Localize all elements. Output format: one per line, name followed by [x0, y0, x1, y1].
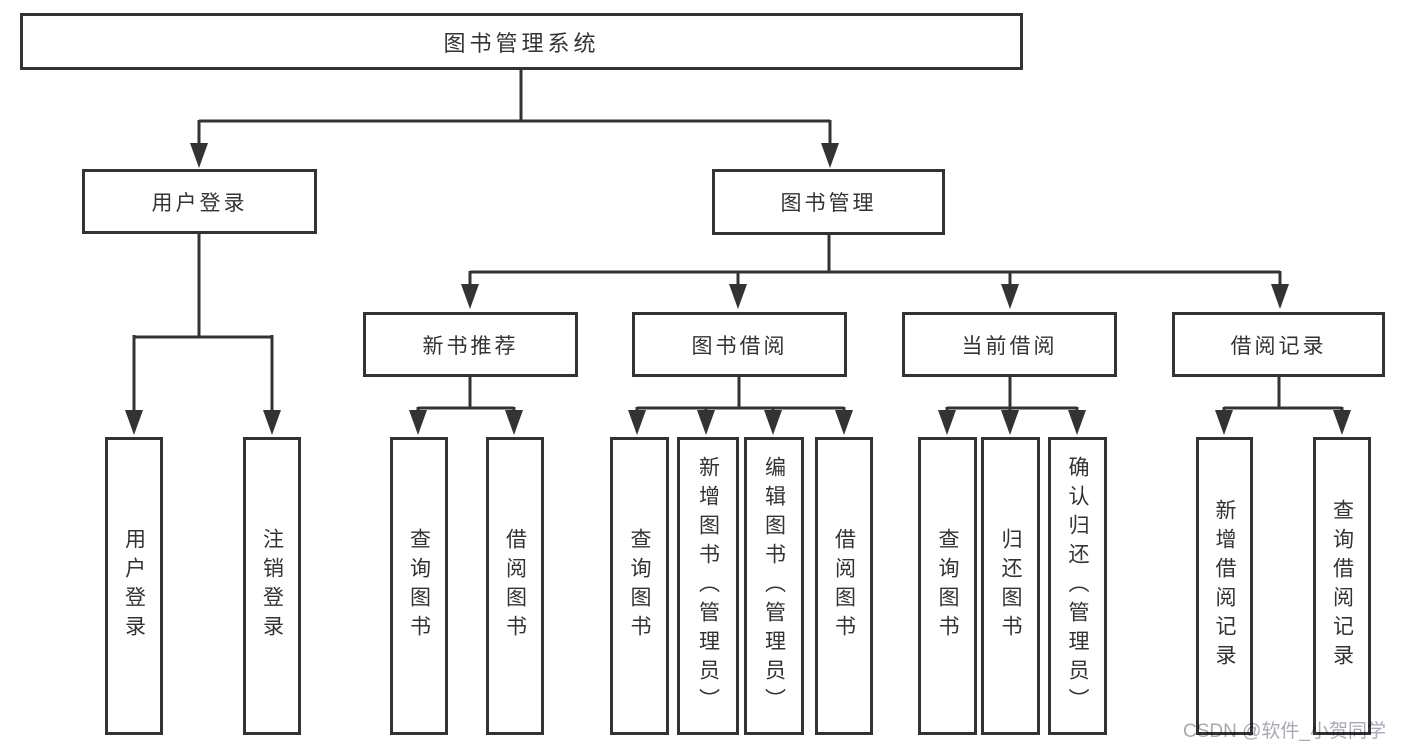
leaf-query-books-borrowing: 查询图书 — [610, 437, 669, 735]
node-book-borrowing-label: 图书借阅 — [691, 334, 788, 358]
leaf-query-books-borrowing-label: 查询图书 — [628, 528, 651, 644]
leaf-borrow-books-borrowing: 借阅图书 — [815, 437, 873, 735]
leaf-query-borrow-record-label: 查询借阅记录 — [1330, 499, 1354, 673]
leaf-logout: 注销登录 — [243, 437, 301, 735]
node-book-management: 图书管理 — [712, 169, 945, 235]
node-user-login-label: 用户登录 — [151, 191, 248, 215]
leaf-borrow-books-borrowing-label: 借阅图书 — [832, 528, 856, 644]
node-user-login: 用户登录 — [82, 169, 317, 234]
node-borrowing-records-label: 借阅记录 — [1230, 334, 1327, 358]
watermark: CSDN @软件_小贺同学 — [1183, 721, 1386, 742]
leaf-query-books-current-label: 查询图书 — [936, 528, 959, 644]
node-book-management-label: 图书管理 — [780, 192, 877, 215]
node-new-book-recommend: 新书推荐 — [363, 312, 578, 377]
leaf-add-borrow-record-label: 新增借阅记录 — [1213, 499, 1236, 673]
leaf-user-login-label: 用户登录 — [122, 528, 146, 644]
leaf-borrow-books-recommend: 借阅图书 — [486, 437, 544, 735]
leaf-logout-label: 注销登录 — [260, 528, 284, 644]
leaf-confirm-return-admin-label: 确认归还（管理员） — [1066, 455, 1089, 717]
node-current-borrowing: 当前借阅 — [902, 312, 1117, 377]
leaf-add-books-admin-label: 新增图书（管理员） — [696, 455, 720, 717]
leaf-add-books-admin: 新增图书（管理员） — [677, 437, 739, 735]
leaf-user-login: 用户登录 — [105, 437, 163, 735]
leaf-query-books-recommend: 查询图书 — [390, 437, 448, 735]
leaf-query-books-current: 查询图书 — [918, 437, 977, 735]
node-root: 图书管理系统 — [20, 13, 1023, 70]
leaf-query-borrow-record: 查询借阅记录 — [1313, 437, 1371, 735]
leaf-query-books-recommend-label: 查询图书 — [407, 528, 431, 644]
node-book-borrowing: 图书借阅 — [632, 312, 847, 377]
leaf-confirm-return-admin: 确认归还（管理员） — [1048, 437, 1107, 735]
node-root-label: 图书管理系统 — [443, 30, 600, 56]
leaf-return-books-label: 归还图书 — [999, 528, 1022, 644]
leaf-borrow-books-recommend-label: 借阅图书 — [503, 528, 527, 644]
leaf-add-borrow-record: 新增借阅记录 — [1196, 437, 1253, 735]
leaf-edit-books-admin-label: 编辑图书（管理员） — [762, 455, 786, 717]
node-borrowing-records: 借阅记录 — [1172, 312, 1385, 377]
leaf-edit-books-admin: 编辑图书（管理员） — [744, 437, 804, 735]
node-new-book-recommend-label: 新书推荐 — [422, 334, 519, 358]
leaf-return-books: 归还图书 — [981, 437, 1040, 735]
node-current-borrowing-label: 当前借阅 — [961, 334, 1058, 358]
